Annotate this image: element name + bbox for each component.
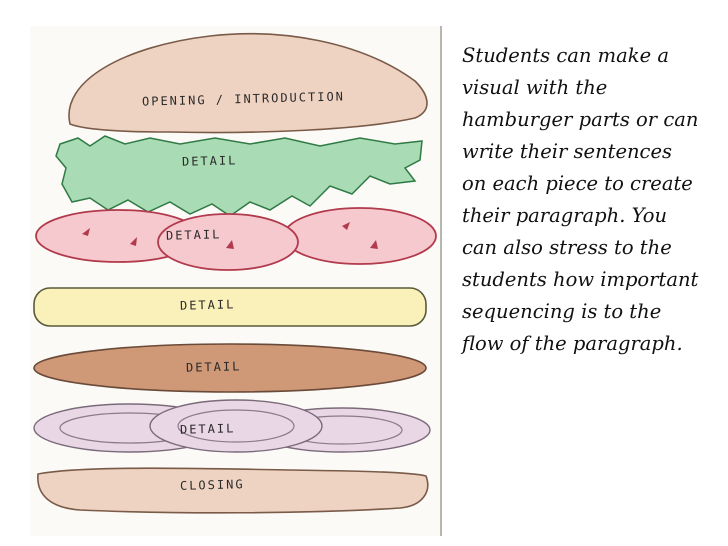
lettuce-label: DETAIL bbox=[181, 153, 238, 169]
patty-label: DETAIL bbox=[185, 359, 242, 375]
tomato-seed bbox=[226, 240, 234, 249]
onion-label: DETAIL bbox=[179, 421, 236, 437]
hamburger-drawing bbox=[33, 32, 437, 514]
tomato-seed bbox=[82, 228, 90, 236]
tomato-seed bbox=[370, 240, 378, 249]
bottom-bun-label: CLOSING bbox=[179, 477, 245, 493]
tomato-slice-middle bbox=[157, 213, 299, 271]
onion-ring-middle bbox=[177, 409, 295, 443]
onion-slice-middle bbox=[149, 399, 323, 453]
bottom-bun-shape bbox=[37, 467, 429, 514]
top-bun-shape bbox=[68, 32, 428, 134]
hamburger-paragraph-diagram: OPENING / INTRODUCTION DETAIL DETAIL DET… bbox=[30, 26, 442, 536]
cheese-label: DETAIL bbox=[179, 297, 236, 313]
tomato-seed bbox=[130, 237, 137, 246]
tomato-label: DETAIL bbox=[165, 227, 222, 243]
tomato-slice-right bbox=[283, 207, 437, 265]
cheese-slice-shape bbox=[33, 287, 427, 327]
caption-text: Students can make a visual with the hamb… bbox=[462, 44, 699, 355]
patty-shape bbox=[33, 343, 427, 393]
lettuce-shape bbox=[55, 135, 423, 217]
tomato-seed bbox=[342, 222, 350, 230]
